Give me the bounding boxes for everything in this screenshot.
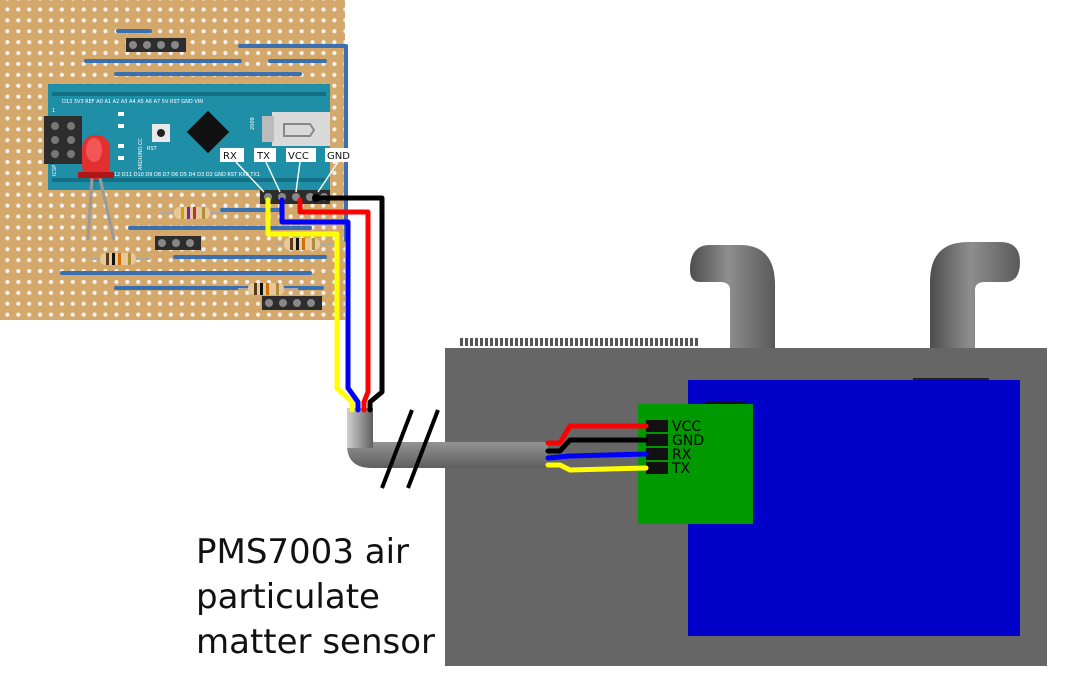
smd-led-tx — [118, 144, 124, 148]
wire-label-tx: TX — [256, 151, 270, 162]
caption-line-3: matter sensor — [196, 622, 435, 662]
bottom-pin-silkscreen: D12 D11 D10 D9 D8 D7 D6 D5 D4 D3 D2 GND … — [110, 172, 260, 178]
sensor-caption: PMS7003 air particulate matter sensor — [196, 530, 456, 665]
cable-break-mark-1 — [380, 409, 414, 489]
caption-line-1: PMS7003 air — [196, 532, 410, 572]
resistor-2 — [90, 253, 150, 265]
sensor-connector-board: VCC GND RX TX — [638, 404, 753, 524]
icsp-header — [44, 116, 82, 164]
sensor-intake-tubes — [690, 242, 1020, 350]
pin-label-tx: TX — [671, 461, 691, 477]
icsp-silkscreen: ICSP — [52, 165, 58, 176]
wire-vcc — [297, 197, 371, 413]
caption-line-2: particulate — [196, 577, 380, 617]
cable-break-mark-2 — [406, 409, 440, 489]
brand-silkscreen: ARDUINO.CC — [138, 138, 144, 170]
smd-led-pwr — [118, 112, 124, 116]
resistor-1 — [160, 207, 225, 219]
year-silkscreen: 2009 — [250, 117, 256, 130]
resistor-4 — [238, 283, 298, 295]
wire-vcc-sensor — [545, 423, 649, 446]
top-pin-silkscreen: D13 3V3 REF A0 A1 A2 A3 A4 A5 A6 A7 5V R… — [62, 99, 203, 105]
sensor-cable — [347, 408, 548, 489]
wire-gnd-sensor — [545, 437, 649, 454]
wire-label-group: RX TX VCC GND — [220, 148, 355, 193]
wires — [265, 194, 649, 473]
microcontroller-chip — [186, 110, 230, 154]
pin-label-gnd: GND — [672, 433, 704, 449]
pin-label-vcc: VCC — [672, 419, 701, 435]
pin-header-top — [126, 38, 186, 52]
rst-silkscreen: RST — [147, 146, 158, 152]
usb-connector — [262, 112, 330, 146]
wire-label-gnd: GND — [327, 151, 350, 162]
smd-led-l — [118, 124, 124, 128]
wire-label-rx: RX — [223, 151, 237, 162]
wire-tx — [265, 197, 355, 413]
pin-one-silkscreen: 1 — [52, 108, 55, 114]
smd-led-rx — [118, 156, 124, 160]
pin-label-rx: RX — [672, 447, 692, 463]
wire-tx-sensor — [545, 462, 649, 473]
wire-rx — [279, 197, 361, 413]
resistor-3 — [275, 238, 335, 250]
pin-header-bottom — [262, 296, 322, 310]
pin-header-middle — [155, 236, 201, 250]
red-led — [78, 135, 116, 241]
reset-button-cap — [157, 129, 165, 137]
wire-label-vcc: VCC — [288, 151, 309, 162]
wire-gnd — [313, 195, 385, 413]
wire-rx-sensor — [545, 451, 649, 461]
